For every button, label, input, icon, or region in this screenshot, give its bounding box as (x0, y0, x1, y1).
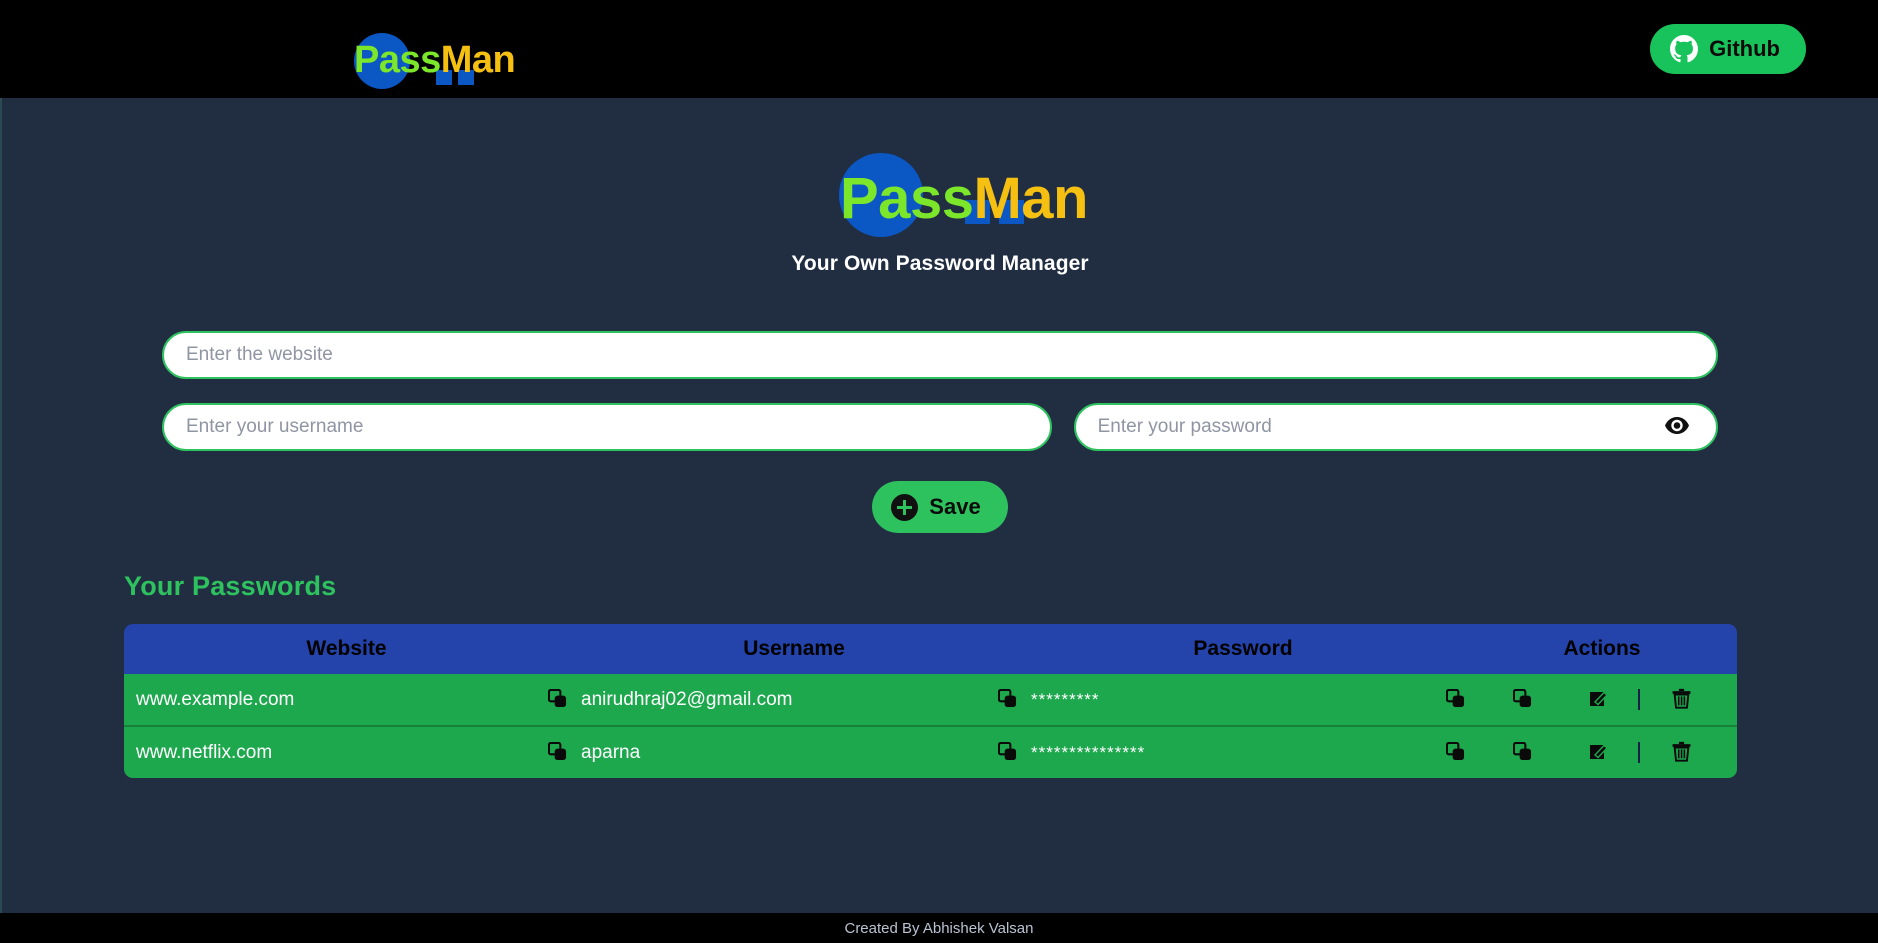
hero-logo-circle-shape (839, 153, 923, 237)
cell-username: anirudhraj02@gmail.com (569, 674, 1019, 726)
column-header-username: Username (569, 624, 1019, 674)
username-value: anirudhraj02@gmail.com (581, 688, 793, 710)
logo-square-shape-2 (458, 70, 474, 85)
column-header-website: Website (124, 624, 569, 674)
copy-username-button[interactable] (995, 688, 1019, 712)
github-button[interactable]: Github (1650, 24, 1806, 74)
column-header-password: Password (1019, 624, 1467, 674)
footer: Created By Abhishek Valsan (0, 913, 1878, 943)
copy-website-button[interactable] (545, 741, 569, 765)
toggle-password-visibility-button[interactable] (1662, 412, 1692, 442)
logo-circle-shape (354, 33, 410, 89)
hero-logo-text: PassMan (837, 166, 1088, 231)
action-separator (1637, 742, 1640, 763)
copy-icon (997, 688, 1017, 711)
credentials-row (162, 403, 1718, 451)
password-field[interactable] (1073, 403, 1718, 451)
website-field[interactable] (162, 331, 1718, 379)
copy-username-button[interactable] (995, 741, 1019, 765)
password-form: Save (2, 331, 1878, 533)
column-header-actions: Actions (1467, 624, 1737, 674)
trash-icon (1671, 741, 1692, 765)
copy-icon (547, 688, 567, 711)
trash-icon (1671, 688, 1692, 712)
copy-icon (1445, 741, 1465, 764)
table-header-row: Website Username Password Actions (124, 624, 1737, 674)
website-input[interactable] (186, 333, 1694, 377)
save-button-row: Save (162, 481, 1718, 533)
cell-actions (1467, 725, 1737, 778)
hero-logo-square-shape-1 (965, 200, 990, 224)
edit-row-button[interactable] (1587, 741, 1611, 765)
edit-icon (1589, 688, 1609, 711)
hero-section: PassMan Your Own Password Manager (2, 98, 1878, 276)
username-field[interactable] (162, 403, 1052, 451)
copy-password-button[interactable] (1443, 741, 1467, 765)
cell-actions (1467, 674, 1737, 726)
passwords-table-body: www.example.com (124, 674, 1737, 778)
copy-row-button[interactable] (1511, 741, 1535, 765)
cell-website: www.netflix.com (124, 725, 569, 778)
copy-icon (997, 741, 1017, 764)
cell-password: ********* (1019, 674, 1467, 726)
delete-row-button[interactable] (1670, 741, 1694, 765)
copy-icon (1512, 688, 1532, 711)
save-button-label: Save (929, 494, 981, 519)
cell-password: *************** (1019, 725, 1467, 778)
cell-username: aparna (569, 725, 1019, 778)
passwords-table: Website Username Password Actions www.ex… (124, 624, 1737, 778)
hero-logo: PassMan (837, 153, 1088, 238)
eye-icon (1665, 417, 1689, 437)
passwords-table-head: Website Username Password Actions (124, 624, 1737, 674)
edit-icon (1589, 741, 1609, 764)
table-row: www.netflix.com (124, 725, 1737, 778)
website-value: www.netflix.com (136, 741, 273, 763)
hero-tagline: Your Own Password Manager (791, 252, 1089, 275)
github-icon (1670, 35, 1699, 63)
edit-row-button[interactable] (1587, 688, 1611, 712)
logo-square-shape-1 (436, 70, 452, 85)
logo-text: PassMan (352, 39, 516, 81)
footer-text: Created By Abhishek Valsan (844, 919, 1034, 937)
save-button[interactable]: Save (872, 481, 1008, 533)
delete-row-button[interactable] (1670, 688, 1694, 712)
username-value: aparna (581, 741, 641, 763)
cell-website: www.example.com (124, 674, 569, 726)
copy-password-button[interactable] (1443, 688, 1467, 712)
github-button-label: Github (1709, 36, 1780, 61)
copy-icon (1512, 741, 1532, 764)
copy-icon (547, 741, 567, 764)
password-input[interactable] (1097, 405, 1662, 449)
password-value: *************** (1031, 742, 1146, 762)
logo-text-man: Man (440, 39, 516, 81)
website-value: www.example.com (136, 688, 295, 710)
hero-logo-text-man: Man (973, 166, 1088, 231)
table-row: www.example.com (124, 674, 1737, 726)
passwords-section: Your Passwords Website Username Password… (2, 571, 1878, 778)
passwords-section-title: Your Passwords (124, 571, 337, 601)
password-value: ********* (1031, 689, 1100, 709)
copy-website-button[interactable] (545, 688, 569, 712)
plus-circle-icon (891, 493, 919, 521)
main-content: PassMan Your Own Password Manager (0, 98, 1878, 913)
copy-row-button[interactable] (1511, 688, 1535, 712)
navbar-logo[interactable]: PassMan (352, 30, 516, 96)
username-input[interactable] (186, 405, 1028, 449)
navbar: PassMan Github (0, 0, 1878, 98)
logo-text-pass: Pass (354, 39, 441, 81)
copy-icon (1445, 688, 1465, 711)
hero-logo-square-shape-2 (999, 200, 1024, 224)
action-separator (1637, 689, 1640, 710)
hero-logo-text-pass: Pass (840, 166, 974, 231)
